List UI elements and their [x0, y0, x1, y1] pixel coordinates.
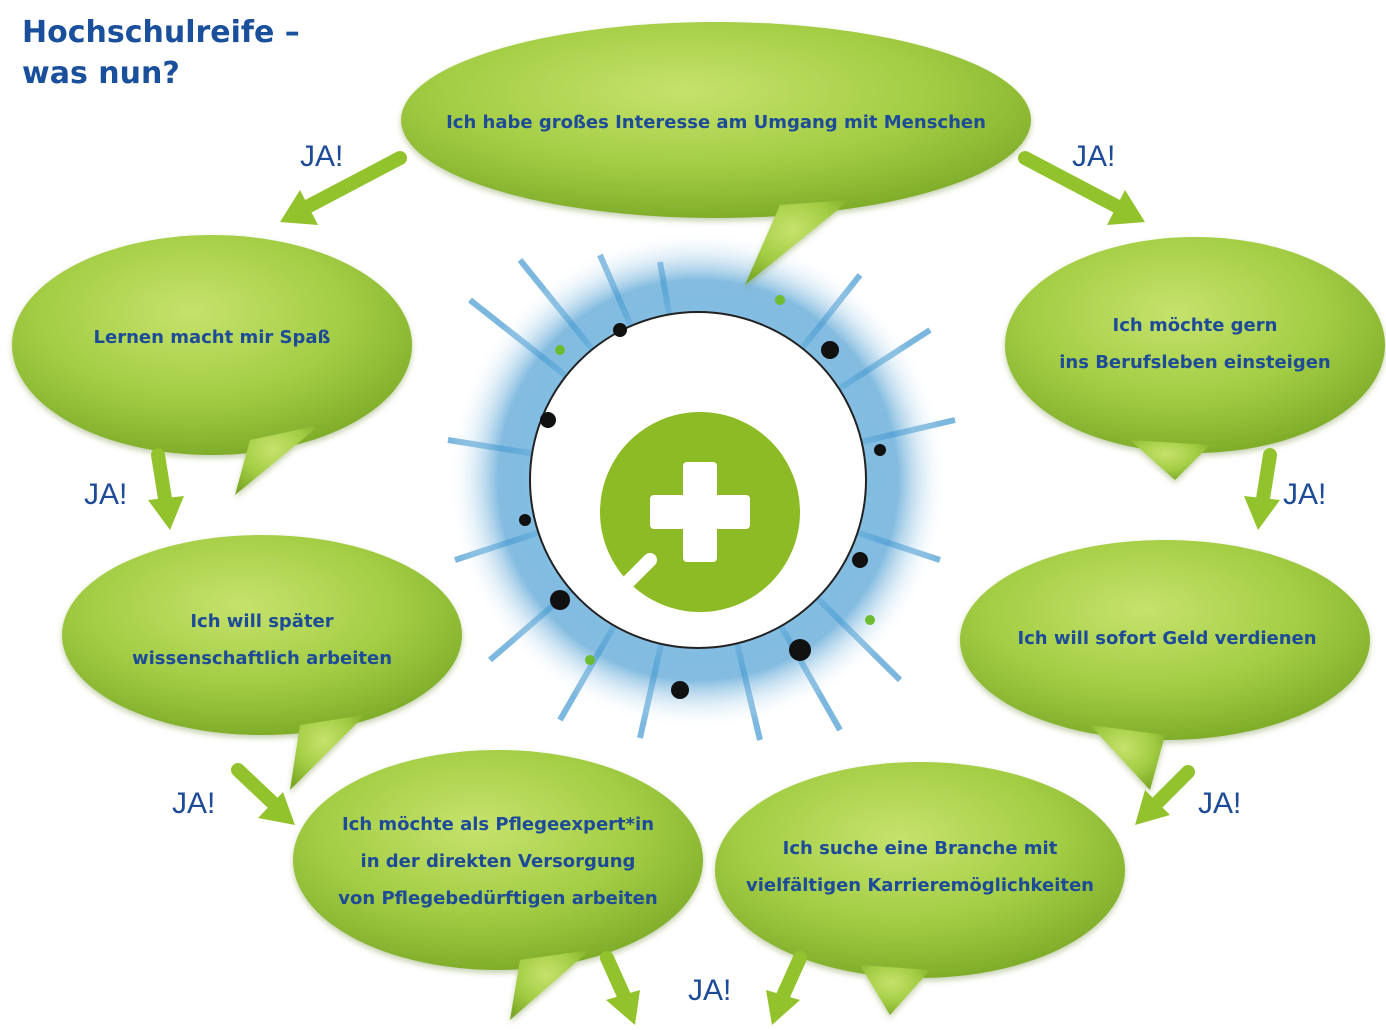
bubble-left-2-text: Ich will später wissenschaftlich arbeite…: [97, 603, 427, 677]
page-title: Hochschulreife – was nun?: [22, 12, 300, 94]
bubble-right-3-text: Ich suche eine Branche mit vielfältigen …: [735, 830, 1105, 904]
page-title-line-2: was nun?: [22, 56, 180, 91]
bubble-left-2-line-1: Ich will später: [190, 611, 334, 632]
arrow-bottom-left: [600, 951, 640, 1025]
center-splash: [447, 230, 956, 741]
ja-label-right-1: JA!: [1283, 478, 1327, 511]
arrow-top-left: [280, 151, 407, 225]
plus-logo-icon: [600, 412, 800, 612]
splash-dots: [519, 295, 886, 699]
arrow-left-1: [148, 448, 184, 530]
bubble-right-3-line-1: Ich suche eine Branche mit: [782, 838, 1058, 859]
ja-label-left-1: JA!: [84, 478, 128, 511]
bubble-right-3: [715, 762, 1125, 1015]
bubble-right-2: [960, 540, 1370, 790]
bubble-right-3-line-2: vielfältigen Karrieremöglichkeiten: [745, 875, 1094, 896]
bubble-left-2: [62, 535, 462, 790]
bubble-top-text: Ich habe großes Interesse am Umgang mit …: [416, 104, 1016, 141]
bubble-left-3-line-1: Ich möchte als Pflegeexpert*in: [341, 814, 655, 835]
bubble-left-1-line-1: Lernen macht mir Spaß: [93, 327, 331, 348]
bubble-left-1: [12, 235, 412, 495]
ja-label-bottom: JA!: [688, 974, 732, 1007]
arrow-top-right: [1018, 151, 1145, 225]
bubble-right-1-line-2: ins Berufsleben einsteigen: [1059, 352, 1331, 373]
bubble-left-3-text: Ich möchte als Pflegeexpert*in in der di…: [318, 806, 678, 917]
bubble-left-1-text: Lernen macht mir Spaß: [62, 319, 362, 356]
bubble-right-2-text: Ich will sofort Geld verdienen: [992, 620, 1342, 657]
bubble-right-2-line-1: Ich will sofort Geld verdienen: [1017, 628, 1317, 649]
bubble-right-1-line-1: Ich möchte gern: [1112, 315, 1278, 336]
bubble-right-1: [1005, 237, 1385, 480]
bubble-left-3-line-2: in der direkten Versorgung: [360, 851, 636, 872]
arrow-right-1: [1244, 448, 1280, 530]
arrows: [148, 151, 1280, 1025]
ja-label-left-2: JA!: [172, 787, 216, 820]
bubble-left-3: [293, 750, 703, 1020]
ja-label-top-right: JA!: [1072, 140, 1116, 173]
ja-label-right-2: JA!: [1198, 787, 1242, 820]
arrow-right-2: [1135, 765, 1195, 825]
bubble-right-1-text: Ich möchte gern ins Berufsleben einsteig…: [1025, 307, 1365, 381]
bubble-left-3-line-3: von Pflegebedürftigen arbeiten: [338, 888, 658, 909]
page-title-line-1: Hochschulreife –: [22, 15, 300, 50]
bubble-top: [401, 22, 1031, 285]
bubble-top-line-1: Ich habe großes Interesse am Umgang mit …: [446, 112, 986, 133]
arrow-left-2: [231, 763, 295, 825]
bubble-left-2-line-2: wissenschaftlich arbeiten: [131, 648, 393, 669]
arrow-bottom-right: [766, 951, 807, 1025]
ja-label-top-left: JA!: [300, 140, 344, 173]
